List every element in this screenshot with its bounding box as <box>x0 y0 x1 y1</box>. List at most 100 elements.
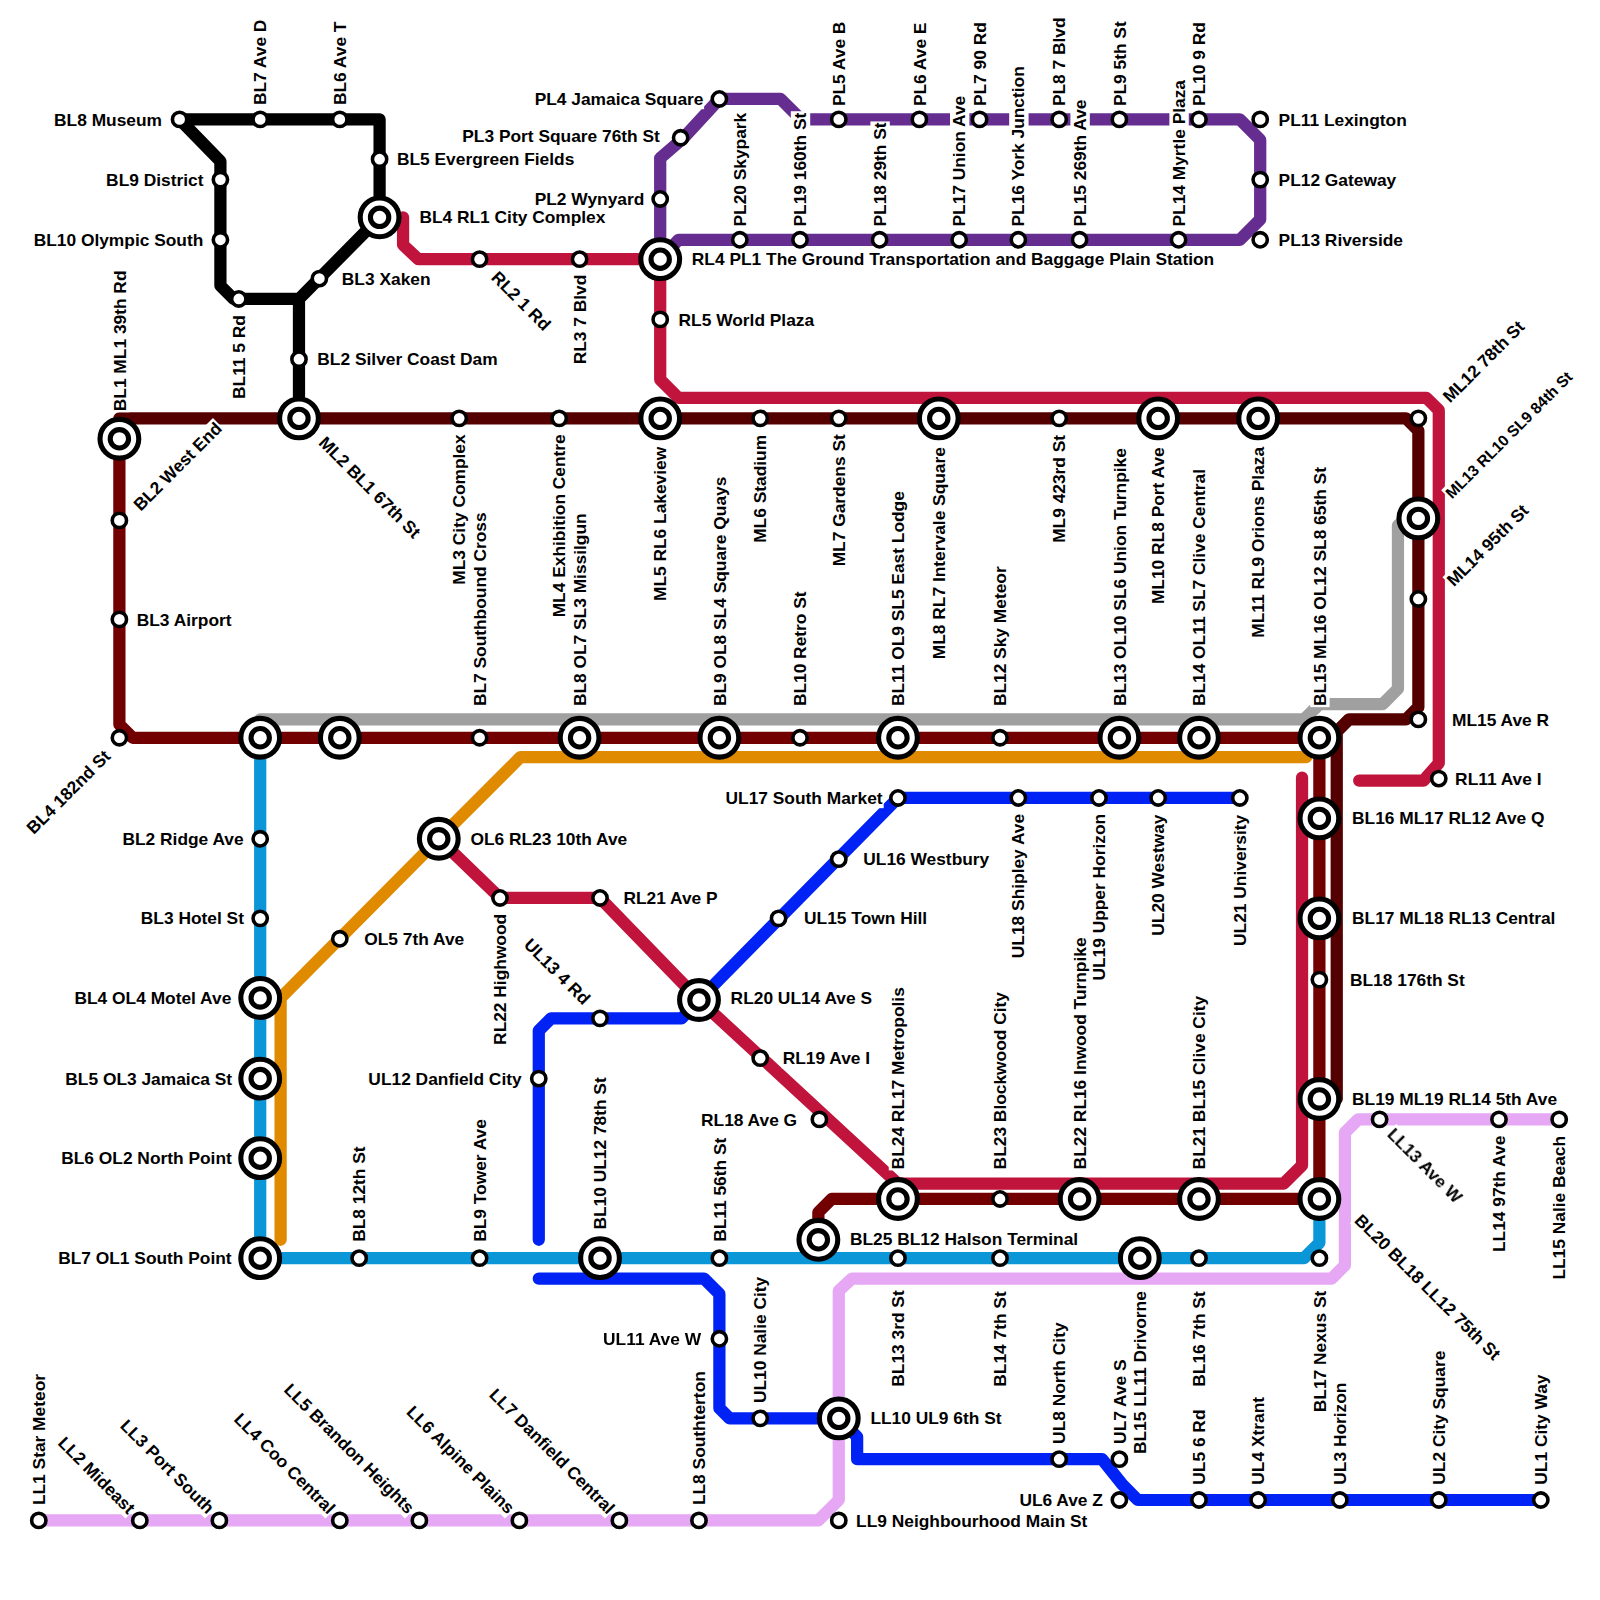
station-dot <box>972 112 986 126</box>
station-dot <box>1312 1251 1326 1265</box>
station-dot <box>753 1051 767 1065</box>
station-label: UL12 Danfield City <box>367 1069 522 1088</box>
station-dot <box>312 271 326 285</box>
station-label: PL4 Jamaica Square <box>534 89 705 108</box>
interchange-core <box>710 729 728 747</box>
station-dot <box>333 932 347 946</box>
station-label: BL3 Hotel St <box>140 909 245 928</box>
station-dot <box>552 411 566 425</box>
interchange-ring <box>1300 799 1339 838</box>
interchange-ring <box>241 979 280 1018</box>
station-label: BL13 3rd St <box>888 1289 907 1387</box>
interchange-core <box>251 729 269 747</box>
station-label: PL9 5th St <box>1110 20 1129 107</box>
station-dot <box>912 112 926 126</box>
station-label: PL2 Wynyard <box>534 189 646 208</box>
station-dot <box>793 233 807 247</box>
interchange-ring <box>1399 499 1438 538</box>
station-dot <box>1552 1112 1566 1126</box>
station-label: BL15 ML16 OL12 SL8 65th St <box>1310 466 1329 707</box>
station-label: RL11 Ave I <box>1454 769 1543 788</box>
station-label: ML5 RL6 Lakeview <box>651 446 670 602</box>
interchange-core <box>1149 409 1167 427</box>
station-label: ML6 Stadium <box>751 434 770 544</box>
station-dot <box>812 1112 826 1126</box>
interchange-ring <box>700 718 739 757</box>
station-dot <box>673 131 687 145</box>
station-label: BL8 12th St <box>349 1145 368 1242</box>
station-label: RL4 PL1 The Ground Transportation and Ba… <box>691 249 1215 268</box>
station-label: PL14 Myrtle Plaza <box>1169 79 1188 228</box>
station-label: BL5 OL3 Jamaica St <box>64 1069 233 1088</box>
station-dot <box>333 112 347 126</box>
station-label: ML15 Ave R <box>1451 710 1550 729</box>
interchange-ring <box>560 718 599 757</box>
station-label: BL3 Airport <box>136 610 233 629</box>
interchange-ring <box>419 819 458 858</box>
station-label: UL19 Upper Horizon <box>1089 813 1108 982</box>
station-label: LL15 Nalie Beach <box>1549 1135 1568 1281</box>
station-label: BL7 OL1 South Point <box>57 1248 233 1267</box>
station-label: PL18 29th St <box>870 121 889 227</box>
station-dot <box>1052 112 1066 126</box>
station-label: BL24 RL17 Metropolis <box>888 986 907 1170</box>
station-dot <box>1092 791 1106 805</box>
station-label: ML8 RL7 Intervale Square <box>929 446 948 660</box>
station-dot <box>653 192 667 206</box>
station-dot <box>1052 411 1066 425</box>
station-label: BL25 BL12 Halson Terminal <box>849 1229 1079 1248</box>
station-label: BL17 ML18 RL13 Central <box>1351 909 1556 928</box>
station-dot <box>793 731 807 745</box>
station-dot <box>32 1513 46 1527</box>
interchange-ring <box>799 1220 838 1259</box>
station-dot <box>253 832 267 846</box>
station-dot <box>253 911 267 925</box>
station-label: PL12 Gateway <box>1278 170 1398 189</box>
station-label: LL1 Star Meteor <box>29 1373 48 1506</box>
station-label: LL13 Ave W <box>1383 1124 1467 1208</box>
station-label: BL7 Southbound Cross <box>470 511 489 707</box>
station-label: UL2 City Square <box>1429 1350 1448 1486</box>
station-dot <box>1052 1452 1066 1466</box>
interchange-ring <box>879 718 918 757</box>
station-label: BL10 UL12 78th St <box>590 1076 609 1230</box>
interchange-core <box>930 409 948 427</box>
station-dot <box>1192 1493 1206 1507</box>
station-dot <box>213 172 227 186</box>
station-label: ML7 Gardens St <box>829 433 848 567</box>
station-dot <box>1151 791 1165 805</box>
station-dot <box>1112 112 1126 126</box>
station-label: BL21 BL15 Clive City <box>1189 995 1208 1171</box>
red-line <box>439 778 1302 1184</box>
interchange-core <box>1310 909 1328 927</box>
station-label: BL2 West End <box>129 418 226 515</box>
station-label: BL13 OL10 SL6 Union Turnpike <box>1110 447 1129 707</box>
interchange-ring <box>241 718 280 757</box>
lightblue-line <box>260 738 1319 1258</box>
interchange-ring <box>1180 1180 1219 1219</box>
interchange-core <box>809 1231 827 1249</box>
station-label: PL7 90 Rd <box>970 21 989 107</box>
station-dot <box>1251 1493 1265 1507</box>
station-label: OL5 7th Ave <box>363 929 465 948</box>
station-label: BL2 Ridge Ave <box>121 829 244 848</box>
station-dot <box>1072 233 1086 247</box>
station-dot <box>753 1411 767 1425</box>
interchange-core <box>651 250 669 268</box>
blue-line <box>539 798 1240 1240</box>
station-dot <box>1492 1112 1506 1126</box>
station-dot <box>1432 771 1446 785</box>
station-label: OL6 RL23 10th Ave <box>469 829 628 848</box>
station-label: PL17 Union Ave <box>949 95 968 228</box>
station-dot <box>1171 233 1185 247</box>
station-dot <box>1432 1493 1446 1507</box>
interchange-core <box>1310 1190 1328 1208</box>
interchange-ring <box>1139 399 1178 438</box>
interchange-ring <box>1060 1180 1099 1219</box>
station-label: PL8 7 Blvd <box>1049 16 1068 107</box>
interchange-ring <box>1300 1180 1339 1219</box>
station-label: PL11 Lexington <box>1278 110 1408 129</box>
interchange-ring <box>1300 899 1339 938</box>
station-label: BL10 Retro St <box>790 590 809 707</box>
station-dot <box>993 731 1007 745</box>
